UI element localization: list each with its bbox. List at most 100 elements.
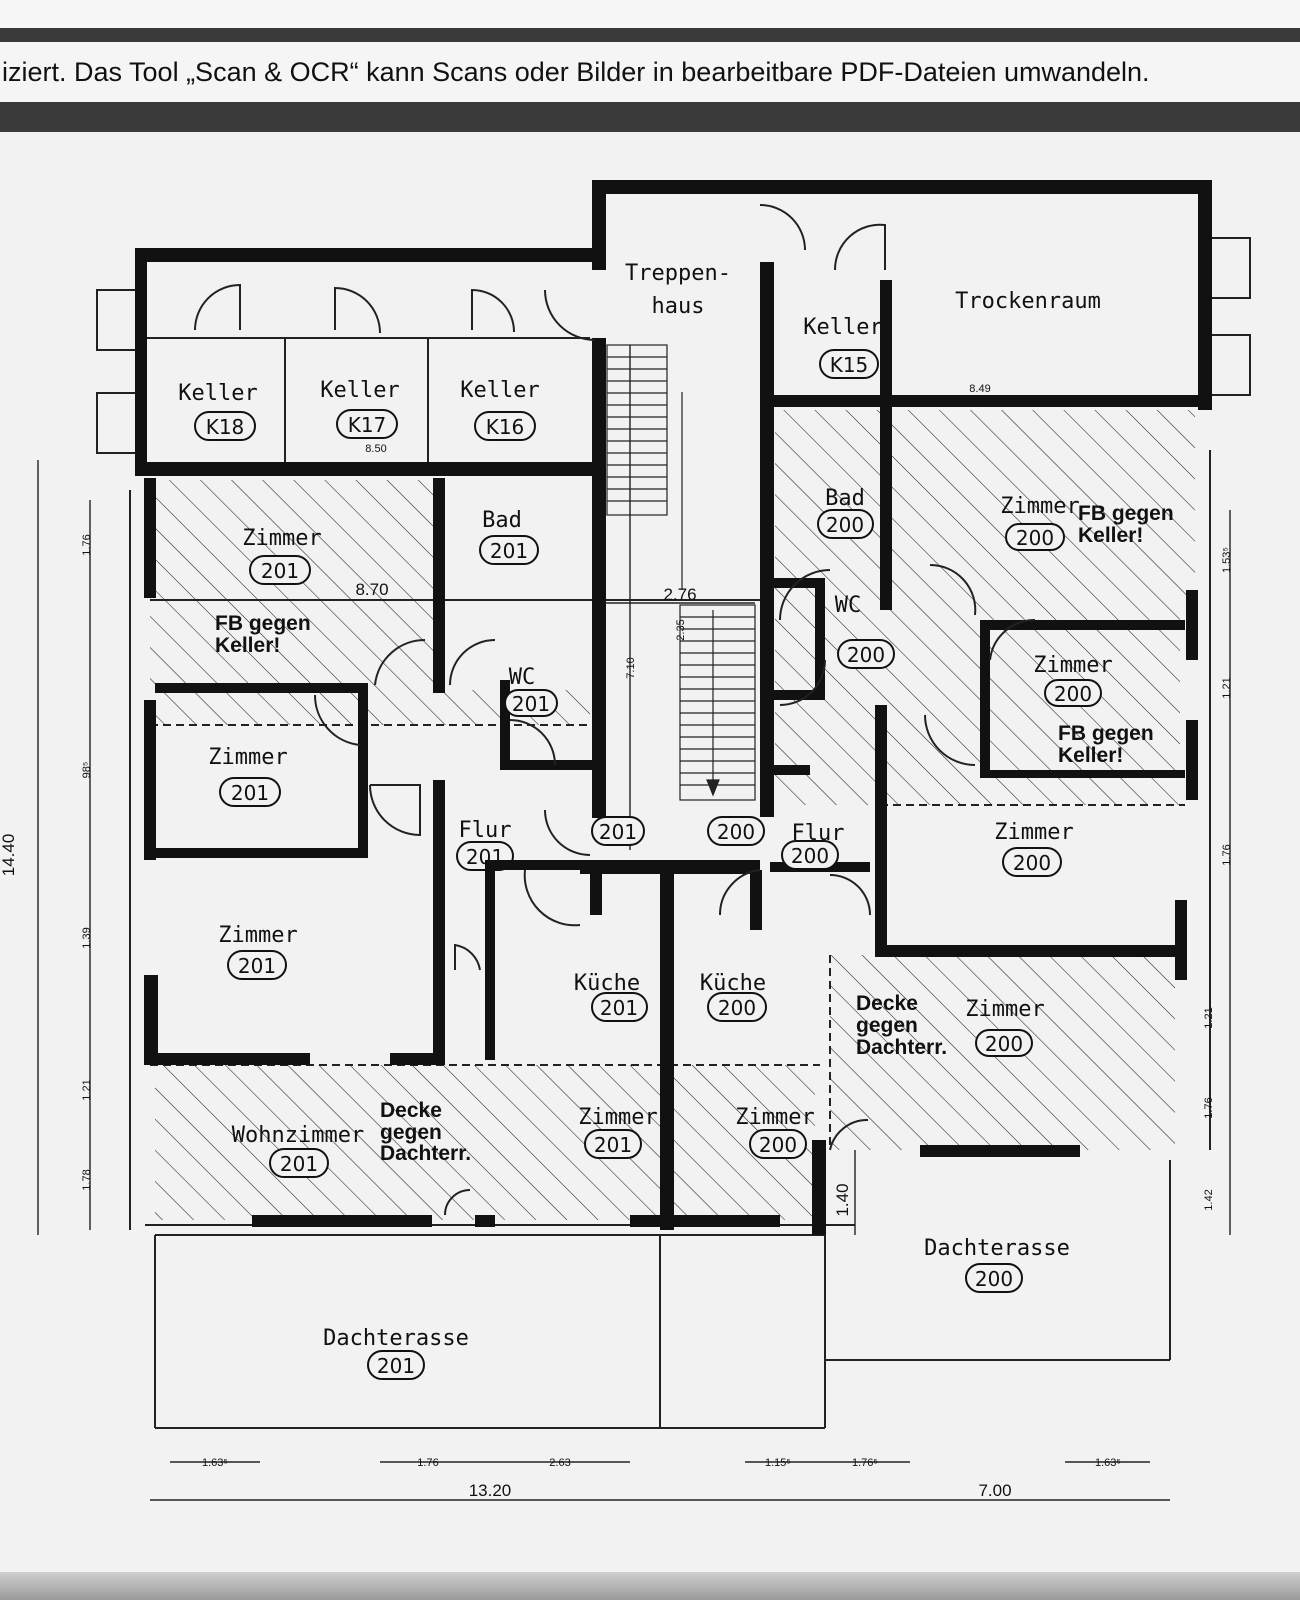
svg-text:Zimmer: Zimmer — [578, 1105, 657, 1130]
svg-text:201: 201 — [512, 692, 550, 716]
svg-text:200: 200 — [826, 513, 864, 537]
svg-text:Bad: Bad — [825, 486, 865, 511]
svg-text:2.35: 2.35 — [675, 619, 687, 640]
svg-text:haus: haus — [652, 294, 705, 319]
svg-text:200: 200 — [975, 1267, 1013, 1291]
room-zimmer-200-southeast: Zimmer 200 — [965, 997, 1045, 1057]
svg-text:200: 200 — [759, 1133, 797, 1157]
room-wohnzimmer-201: Wohnzimmer 201 — [232, 1123, 364, 1178]
svg-text:Keller!: Keller! — [215, 634, 280, 657]
svg-text:Bad: Bad — [482, 508, 522, 533]
svg-text:Zimmer: Zimmer — [965, 997, 1044, 1022]
room-keller-k15: Keller K15 — [803, 315, 883, 379]
svg-text:1.53⁵: 1.53⁵ — [1221, 547, 1233, 573]
monitor-bezel — [0, 1572, 1300, 1600]
svg-text:200: 200 — [791, 844, 829, 868]
svg-text:200: 200 — [985, 1032, 1023, 1056]
svg-text:1.40: 1.40 — [833, 1183, 852, 1216]
svg-text:FB gegen: FB gegen — [1078, 502, 1174, 525]
svg-text:1.21: 1.21 — [1221, 677, 1233, 698]
room-treppenhaus: Treppen- haus — [625, 261, 731, 319]
svg-text:8.49: 8.49 — [969, 383, 990, 395]
svg-text:98⁵: 98⁵ — [81, 762, 93, 779]
svg-text:Dachterasse: Dachterasse — [924, 1236, 1070, 1261]
svg-text:K17: K17 — [348, 413, 387, 437]
svg-text:Decke: Decke — [856, 992, 918, 1015]
svg-text:1.76⁵: 1.76⁵ — [852, 1457, 878, 1469]
room-zimmer-201-top: Zimmer 201 FB gegen Keller! — [215, 526, 322, 657]
svg-text:201: 201 — [231, 781, 269, 805]
svg-text:201: 201 — [466, 845, 504, 869]
door-swings — [194, 204, 1036, 1216]
svg-text:7.00: 7.00 — [978, 1481, 1011, 1500]
svg-text:1.76: 1.76 — [1203, 1097, 1215, 1118]
svg-text:200: 200 — [717, 820, 755, 844]
svg-text:Keller: Keller — [803, 315, 882, 340]
svg-text:13.20: 13.20 — [469, 1481, 512, 1500]
svg-text:201: 201 — [280, 1152, 318, 1176]
svg-text:1.76: 1.76 — [417, 1457, 438, 1469]
svg-text:2.76: 2.76 — [663, 585, 696, 604]
svg-text:1.76: 1.76 — [1221, 844, 1233, 865]
svg-text:1.78: 1.78 — [81, 1169, 93, 1190]
stair-tag-201: 201 — [591, 816, 645, 846]
svg-text:WC: WC — [509, 665, 536, 690]
svg-text:201: 201 — [599, 820, 637, 844]
svg-text:Keller: Keller — [320, 378, 399, 403]
room-flur-201: Flur 201 — [456, 818, 514, 871]
svg-text:Dachterr.: Dachterr. — [856, 1036, 947, 1059]
svg-text:200: 200 — [718, 996, 756, 1020]
stair-tag-200: 200 — [707, 816, 765, 846]
svg-text:K16: K16 — [486, 415, 525, 439]
svg-text:201: 201 — [594, 1133, 632, 1157]
room-bad-200: Bad 200 — [817, 486, 874, 539]
thick-walls — [135, 180, 1212, 1235]
svg-text:201: 201 — [261, 559, 299, 583]
svg-text:8.70: 8.70 — [355, 580, 388, 599]
room-bad-201: Bad 201 — [479, 508, 539, 565]
svg-text:1.42: 1.42 — [1203, 1189, 1215, 1210]
svg-text:200: 200 — [847, 643, 885, 667]
room-keller-k16: Keller K16 — [460, 378, 540, 441]
svg-text:gegen: gegen — [380, 1121, 442, 1144]
note-decke-left: Decke gegen Dachterr. — [380, 1099, 471, 1165]
room-dachterasse-200: Dachterasse 200 — [924, 1236, 1070, 1293]
svg-text:1.21: 1.21 — [1203, 1007, 1215, 1028]
svg-text:Decke: Decke — [380, 1099, 442, 1122]
svg-text:201: 201 — [238, 954, 276, 978]
svg-text:1.39: 1.39 — [81, 927, 93, 948]
svg-text:1.15⁵: 1.15⁵ — [765, 1457, 791, 1469]
room-keller-k18: Keller K18 — [178, 381, 258, 441]
svg-text:Küche: Küche — [574, 971, 640, 996]
room-zimmer-201-south: Zimmer 201 — [578, 1105, 658, 1159]
room-trockenraum: Trockenraum — [955, 289, 1101, 314]
svg-text:Wohnzimmer: Wohnzimmer — [232, 1123, 364, 1148]
svg-text:1.76: 1.76 — [81, 534, 93, 555]
svg-text:Zimmer: Zimmer — [735, 1105, 814, 1130]
svg-text:Treppen-: Treppen- — [625, 261, 731, 286]
room-wc-200: WC 200 — [835, 593, 895, 669]
svg-text:Zimmer: Zimmer — [1000, 494, 1079, 519]
svg-text:2.63: 2.63 — [549, 1457, 570, 1469]
room-zimmer-200-south: Zimmer 200 — [735, 1105, 815, 1159]
room-zimmer-200-east: Zimmer 200 — [994, 820, 1074, 877]
svg-text:K18: K18 — [206, 415, 245, 439]
svg-text:Zimmer: Zimmer — [1033, 653, 1112, 678]
svg-text:14.40: 14.40 — [0, 834, 18, 877]
svg-text:Zimmer: Zimmer — [218, 923, 297, 948]
svg-text:8.50: 8.50 — [365, 443, 386, 455]
room-kueche-200: Küche 200 — [700, 971, 767, 1022]
svg-text:Dachterr.: Dachterr. — [380, 1142, 471, 1165]
dimension-lines — [37, 345, 1231, 1501]
svg-text:Keller: Keller — [460, 378, 539, 403]
svg-text:gegen: gegen — [856, 1014, 918, 1037]
staircase — [606, 344, 756, 801]
svg-text:Zimmer: Zimmer — [994, 820, 1073, 845]
svg-text:200: 200 — [1016, 526, 1054, 550]
svg-text:Dachterasse: Dachterasse — [323, 1326, 469, 1351]
room-kueche-201: Küche 201 — [574, 971, 648, 1022]
svg-text:1.63⁵: 1.63⁵ — [202, 1457, 228, 1469]
svg-text:Keller!: Keller! — [1058, 744, 1123, 767]
floor-plan: Keller K18 Keller K17 Keller K16 Treppen… — [0, 180, 1251, 1501]
svg-text:7.10: 7.10 — [625, 657, 637, 678]
